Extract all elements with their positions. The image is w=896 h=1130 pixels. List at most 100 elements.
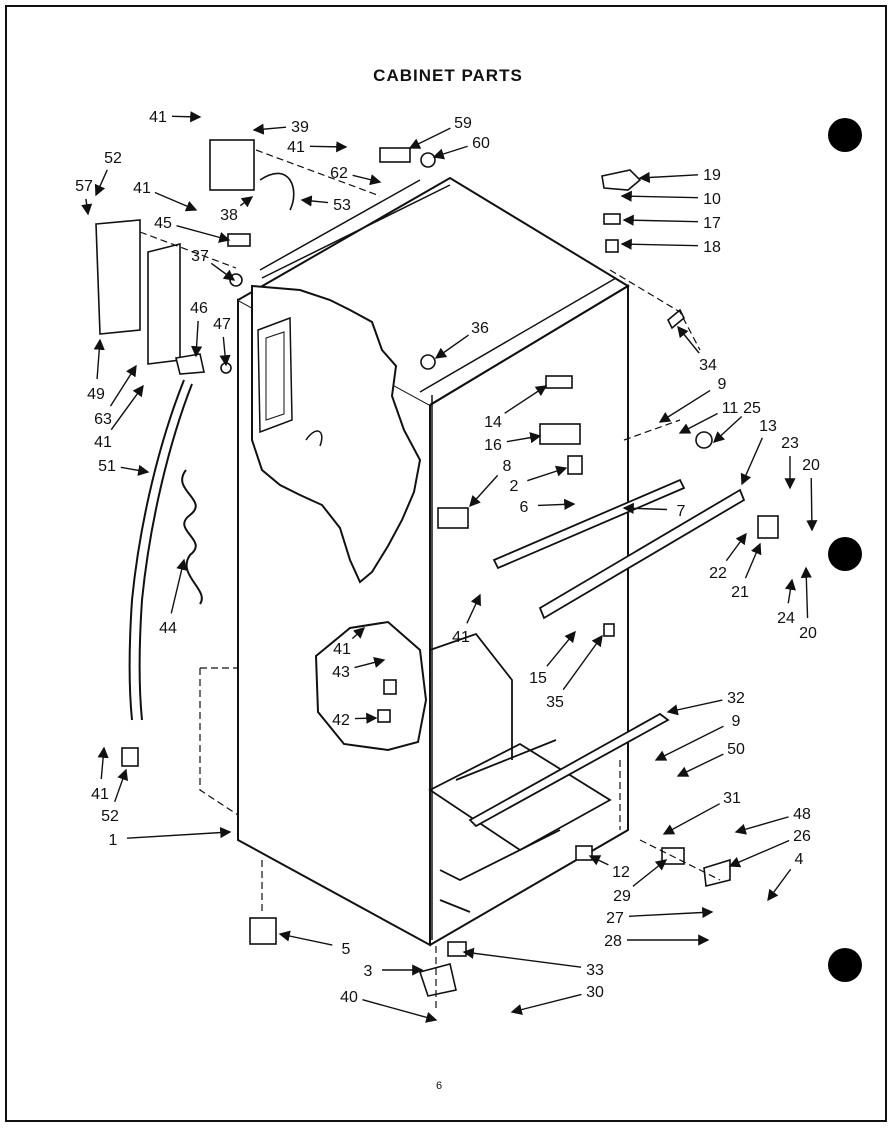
callout-c35: 35	[546, 634, 603, 711]
callout-label: 25	[743, 400, 761, 417]
callout-c5: 5	[278, 930, 351, 958]
callout-c20a: 20	[802, 457, 820, 532]
callout-label: 45	[154, 215, 172, 232]
callout-c41a: 41	[149, 109, 202, 126]
callout-leader-arrow	[654, 725, 724, 761]
callout-c19: 19	[638, 167, 721, 184]
callout-c62: 62	[330, 165, 382, 186]
callout-leader-arrow	[278, 930, 333, 946]
callout-leader-arrow	[504, 385, 548, 414]
callout-label: 35	[546, 694, 564, 711]
callout-c36: 36	[434, 320, 489, 359]
callout-leader-arrow	[622, 214, 699, 226]
callout-label: 14	[484, 414, 502, 431]
callout-leader-arrow	[469, 474, 499, 508]
callout-leader-arrow	[219, 336, 231, 367]
callout-leader-arrow	[537, 498, 576, 510]
callout-label: 9	[718, 376, 727, 393]
callout-leader-arrow	[622, 502, 668, 514]
callout-leader-arrow	[110, 384, 144, 431]
callout-leader-arrow	[546, 630, 576, 667]
callout-leader-arrow	[800, 566, 812, 619]
callout-leader-arrow	[527, 465, 568, 482]
callout-label: 3	[364, 963, 373, 980]
callout-label: 43	[332, 664, 350, 681]
callout-label: 23	[781, 435, 799, 452]
callout-c63: 63	[94, 364, 137, 428]
callout-leader-arrow	[620, 238, 699, 250]
callout-c3: 3	[364, 963, 424, 980]
callout-c50: 50	[676, 741, 745, 777]
callout-label: 33	[586, 962, 604, 979]
punch-hole-middle	[828, 537, 862, 571]
callout-c9a: 9	[658, 376, 727, 423]
callout-leader-arrow	[97, 746, 109, 780]
callout-c44: 44	[159, 558, 188, 637]
callout-leader-arrow	[677, 325, 700, 354]
callout-c26: 26	[728, 828, 811, 868]
callout-label: 41	[452, 629, 470, 646]
callout-c25: 25	[712, 400, 761, 443]
callout-leader-arrow	[210, 262, 236, 281]
callout-c24: 24	[777, 578, 796, 627]
callout-c52a: 52	[94, 150, 122, 197]
callout-leader-arrow	[588, 855, 609, 866]
callout-label: 9	[732, 713, 741, 730]
callout-label: 4	[795, 851, 804, 868]
callout-leader-arrow	[666, 699, 723, 716]
cabinet-torn-cutaway-upper	[251, 284, 422, 584]
callout-label: 22	[709, 565, 727, 582]
callout-c41d: 41	[94, 384, 144, 451]
callout-leader-arrow	[81, 198, 93, 216]
callout-label: 41	[91, 786, 109, 803]
callout-label: 62	[330, 165, 348, 182]
callout-label: 20	[802, 457, 820, 474]
callout-label: 24	[777, 610, 795, 627]
callout-label: 57	[75, 178, 93, 195]
callout-leader-arrow	[562, 634, 603, 691]
callout-c31: 31	[662, 790, 741, 835]
punch-hole-bottom	[828, 948, 862, 982]
callout-label: 2	[510, 478, 519, 495]
callout-c21: 21	[731, 542, 762, 601]
callout-c38: 38	[220, 196, 254, 224]
callout-leader-arrow	[176, 225, 231, 243]
callout-label: 50	[727, 741, 745, 758]
callout-c22: 22	[709, 532, 747, 582]
callout-c29: 29	[613, 859, 668, 905]
cabinet-torn-cutaway-lower	[314, 620, 428, 752]
callout-c52b: 52	[101, 768, 128, 825]
callout-c53: 53	[300, 195, 351, 214]
callout-c9b: 9	[654, 713, 741, 761]
callout-label: 28	[604, 933, 622, 950]
callout-c15: 15	[529, 630, 576, 687]
callout-label: 39	[291, 119, 309, 136]
callout-label: 31	[723, 790, 741, 807]
callout-leader-arrow	[806, 477, 818, 532]
callout-leader-arrow	[171, 111, 202, 123]
callout-label: 34	[699, 357, 717, 374]
callout-label: 16	[484, 437, 502, 454]
callout-c11: 11	[678, 400, 738, 434]
callout-c34: 34	[677, 325, 717, 374]
callout-c42: 42	[332, 712, 378, 729]
callout-label: 32	[727, 690, 745, 707]
callout-label: 41	[287, 139, 305, 156]
callout-leader-arrow	[734, 816, 789, 835]
callout-leader-arrow	[252, 123, 287, 135]
callout-leader-arrow	[191, 320, 203, 358]
callout-label: 52	[101, 808, 119, 825]
callout-label: 1	[109, 832, 118, 849]
callout-c16: 16	[484, 432, 542, 454]
callout-c57: 57	[75, 178, 93, 216]
callout-leader-arrow	[506, 432, 542, 444]
callout-c60: 60	[432, 135, 490, 160]
callout-leader-arrow	[93, 338, 105, 380]
callout-leader-arrow	[620, 190, 699, 202]
callout-label: 41	[149, 109, 167, 126]
callout-leader-arrow	[676, 753, 724, 777]
callout-label: 41	[333, 641, 351, 658]
callout-c51: 51	[98, 458, 150, 476]
callout-c2: 2	[510, 465, 568, 495]
callout-leader-arrow	[658, 389, 711, 423]
